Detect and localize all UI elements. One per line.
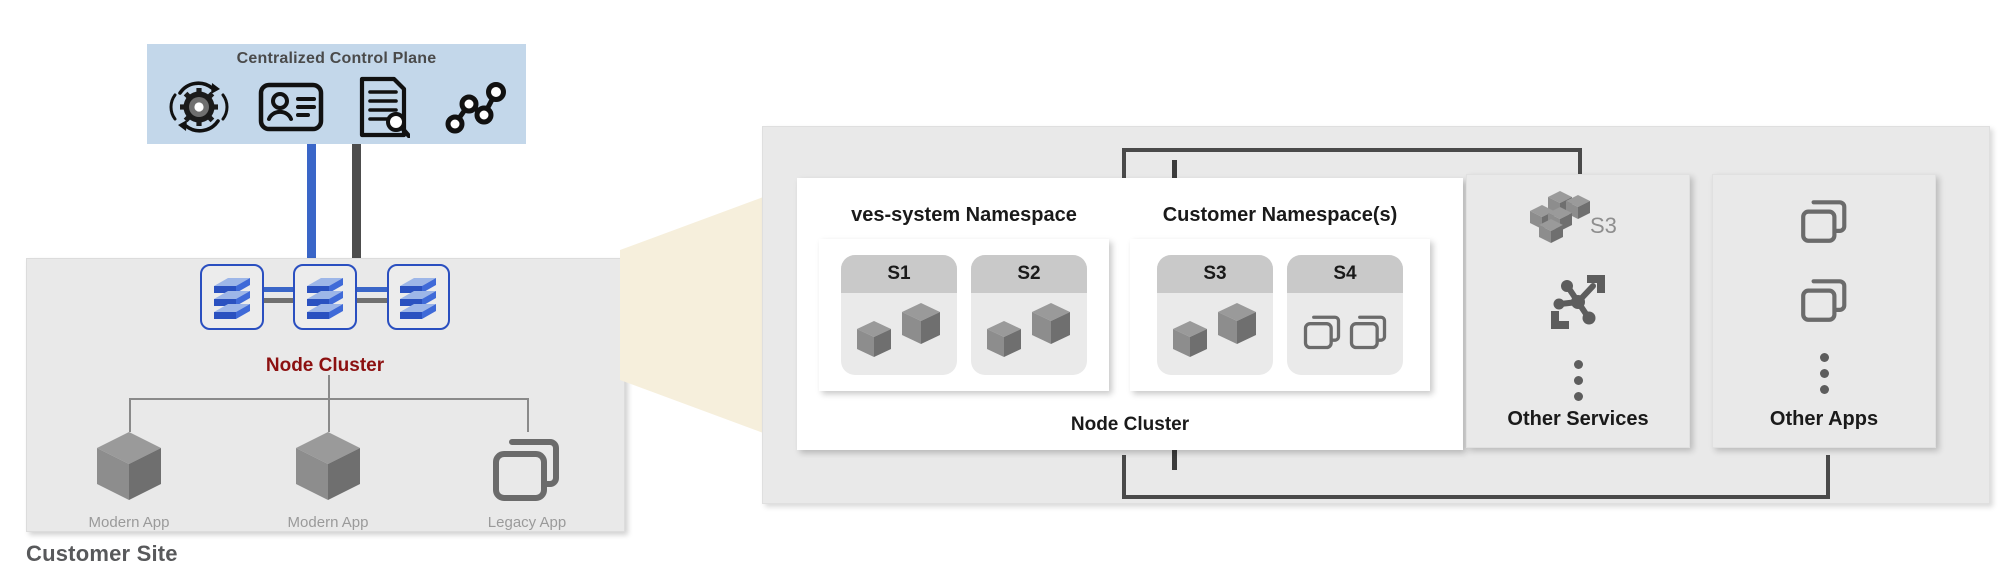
microservices-mesh-icon [1547, 271, 1609, 338]
vm-stack-icon [1796, 195, 1852, 252]
cube-icon [253, 426, 403, 506]
node-link-1-2 [263, 265, 294, 329]
service-s4[interactable]: S4 [1287, 255, 1403, 375]
bracket-node-to-other-services [1122, 148, 1582, 192]
namespace-ves-system: ves-system Namespace S1 [819, 204, 1109, 391]
centralized-control-plane-box: Centralized Control Plane [147, 44, 526, 144]
other-services-icon-list: S3 [1528, 175, 1628, 408]
vertical-ellipsis-icon [1573, 359, 1583, 401]
vm-stack-icon [1303, 315, 1341, 350]
service-s2-label: S2 [971, 255, 1087, 293]
service-s4-label: S4 [1287, 255, 1403, 293]
namespace-ves-system-card: S1 S2 [819, 239, 1109, 391]
control-plane-dark-link [352, 144, 361, 259]
service-s2-workloads [971, 293, 1087, 375]
namespace-customer-card: S3 S4 [1130, 239, 1430, 391]
network-graph-icon [442, 76, 508, 138]
bracket-stub-bottom [1172, 440, 1177, 470]
vertical-ellipsis-icon [1819, 353, 1829, 394]
s3-bucket-icon: S3 [1528, 189, 1628, 249]
service-s3-workloads [1157, 293, 1273, 375]
bracket-node-to-other-apps [1122, 455, 1830, 499]
control-plane-blue-link [307, 144, 316, 259]
s3-label: S3 [1590, 212, 1617, 238]
customer-app-3-label: Legacy App [487, 514, 567, 531]
node-cluster-detail-card: ves-system Namespace S1 [797, 178, 1463, 450]
service-s3[interactable]: S3 [1157, 255, 1273, 375]
vm-stack-icon [1349, 315, 1387, 350]
tree-connector-left [129, 398, 131, 432]
cube-icon [857, 321, 891, 357]
cube-icon [902, 303, 940, 344]
node-2[interactable] [293, 264, 357, 330]
cube-icon [1032, 303, 1070, 344]
customer-app-3: Legacy App [452, 426, 602, 531]
service-s2[interactable]: S2 [971, 255, 1087, 375]
tree-connector-vertical-top [328, 375, 330, 399]
gear-sync-icon [166, 76, 232, 138]
node-cluster-row [200, 264, 450, 330]
document-search-icon [350, 76, 416, 138]
node-link-2-3 [356, 265, 387, 329]
bracket-stub-top [1172, 160, 1177, 190]
namespace-ves-system-title: ves-system Namespace [851, 204, 1077, 226]
namespace-customer: Customer Namespace(s) S3 [1130, 204, 1430, 391]
other-services-label: Other Services [1507, 408, 1649, 430]
service-s3-label: S3 [1157, 255, 1273, 293]
vm-stack-icon [1796, 274, 1852, 331]
node-cluster-detail-caption: Node Cluster [1070, 414, 1190, 435]
other-apps-label: Other Apps [1769, 408, 1879, 430]
tree-connector-middle [328, 398, 330, 432]
node-3[interactable] [386, 264, 450, 330]
cube-icon [1173, 321, 1207, 357]
node-1[interactable] [200, 264, 264, 330]
customer-app-2: Modern App [253, 426, 403, 531]
customer-app-1-label: Modern App [88, 514, 170, 531]
vm-stack-icon [452, 426, 602, 506]
namespace-customer-title: Customer Namespace(s) [1162, 204, 1398, 226]
control-plane-icon-row [147, 72, 526, 142]
customer-app-1: Modern App [54, 426, 204, 531]
other-services-panel: S3 [1466, 174, 1690, 448]
service-s1-label: S1 [841, 255, 957, 293]
cube-icon [987, 321, 1021, 357]
customer-site-label: Customer Site [26, 541, 178, 566]
tree-connector-right [527, 398, 529, 432]
identity-card-icon [258, 76, 324, 138]
service-s1[interactable]: S1 [841, 255, 957, 375]
other-apps-icon-list [1796, 175, 1852, 408]
service-s1-workloads [841, 293, 957, 375]
service-s4-workloads [1287, 293, 1403, 375]
node-cluster-label: Node Cluster [265, 355, 385, 376]
cube-icon [54, 426, 204, 506]
customer-app-2-label: Modern App [287, 514, 369, 531]
cube-icon [1218, 303, 1256, 344]
other-apps-panel: Other Apps [1712, 174, 1936, 448]
control-plane-title: Centralized Control Plane [236, 50, 437, 67]
